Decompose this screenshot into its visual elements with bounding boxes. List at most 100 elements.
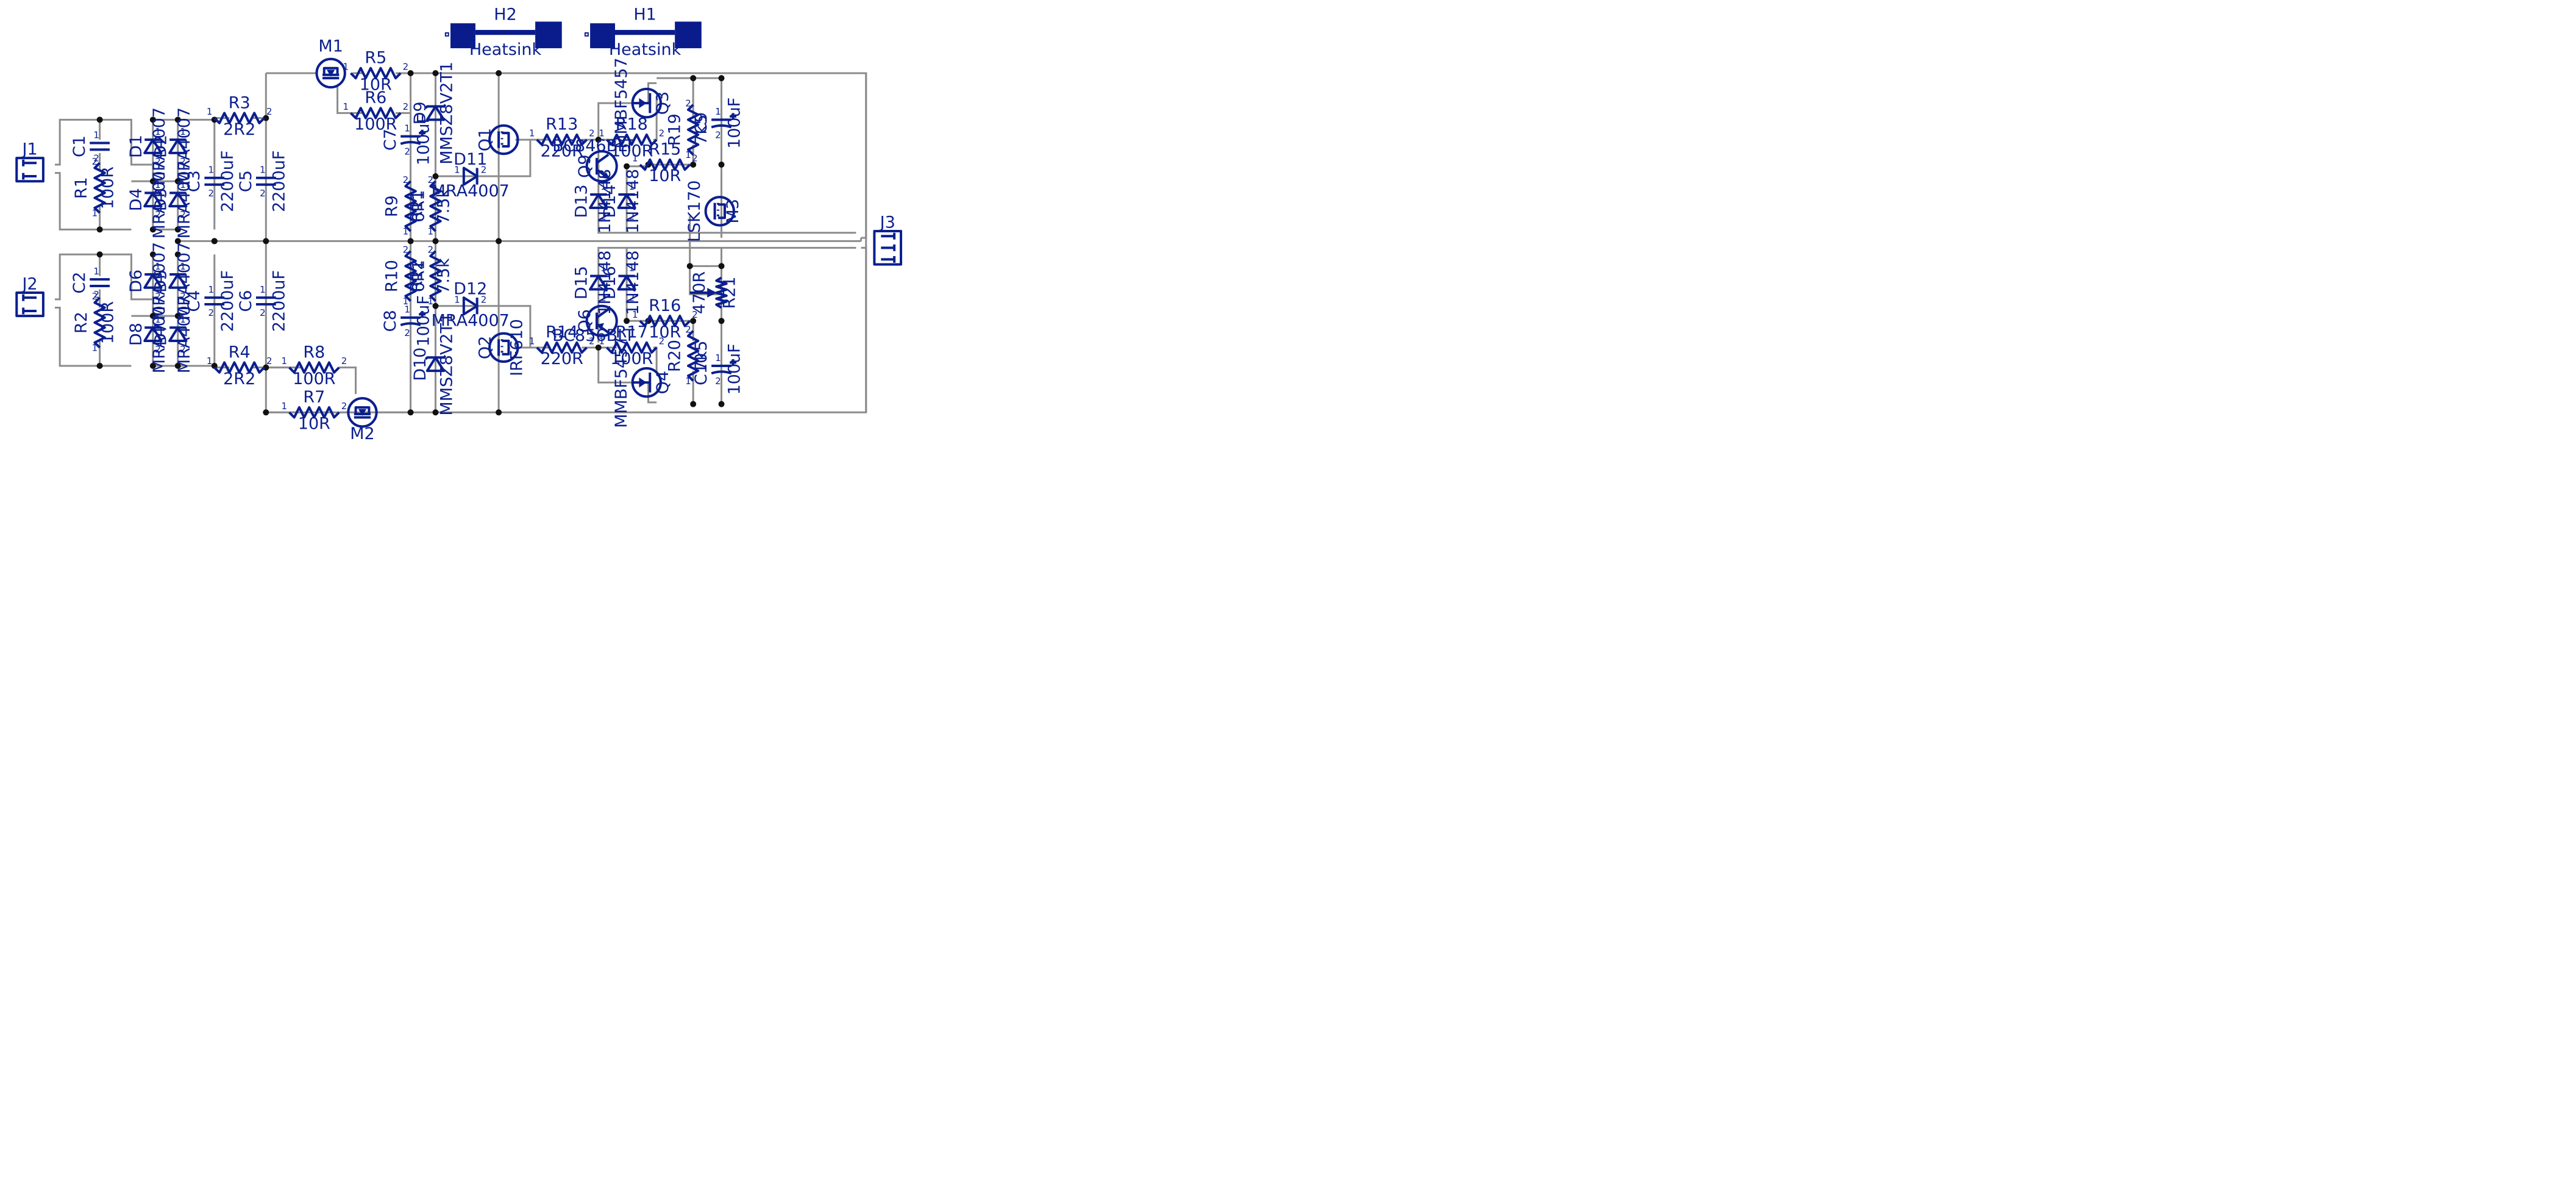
- value-label: MRA4007: [175, 160, 194, 238]
- heatsink-ref: H2: [494, 5, 516, 24]
- bjt-q9: [585, 150, 618, 183]
- value-label: 10R: [649, 323, 681, 342]
- value-label: MRA4007: [150, 295, 169, 373]
- pin-number: 1: [403, 296, 409, 307]
- pin-number: 2: [155, 344, 161, 355]
- ref-label: R17: [616, 323, 648, 342]
- wire: [861, 73, 867, 239]
- junction-dot: [496, 70, 502, 76]
- junction-dot: [432, 302, 439, 309]
- ref-label: R19: [665, 113, 684, 146]
- pin-number: 2: [692, 309, 698, 320]
- wire: [339, 366, 357, 395]
- junction-dot: [718, 161, 725, 168]
- junction-dot: [149, 251, 156, 258]
- ref-label: C2: [70, 272, 89, 294]
- value-label: 2200uF: [269, 151, 288, 212]
- junction-dot: [432, 70, 439, 76]
- ref-label: R14: [546, 323, 578, 342]
- pin-number: 1: [715, 106, 721, 117]
- ref-label: M3: [724, 199, 742, 223]
- pin-number: 1: [207, 106, 213, 117]
- pin-number: 1: [454, 294, 460, 305]
- junction-dot: [690, 75, 697, 82]
- value-label: 7.5k: [434, 258, 453, 294]
- value-label: MRA4007: [432, 182, 510, 201]
- wire: [54, 118, 153, 166]
- value-label: MMSZ8V2T1: [438, 62, 457, 165]
- value-label: 7k5: [692, 115, 711, 145]
- junction-dot: [407, 238, 414, 245]
- mosfet-q1: [488, 124, 519, 155]
- pin-number: 2: [403, 101, 409, 112]
- pin-number: 1: [404, 304, 410, 315]
- junction-dot: [718, 75, 725, 82]
- wire: [435, 305, 532, 349]
- ref-label: R16: [649, 296, 681, 315]
- value-label: 470R: [690, 271, 709, 314]
- pin-number: 1: [600, 181, 607, 192]
- pin-number: 1: [632, 309, 638, 320]
- pin-number: 1: [454, 165, 460, 176]
- ref-label: R4: [229, 343, 251, 362]
- pin-number: 1: [155, 179, 161, 190]
- junction-dot: [263, 409, 269, 416]
- junction-dot: [96, 251, 103, 258]
- value-label: 100R: [293, 370, 335, 388]
- pin-number: 1: [343, 62, 349, 73]
- pin-number: 2: [93, 289, 99, 300]
- pin-number: 2: [404, 327, 410, 338]
- pin-number: 1: [155, 126, 161, 137]
- ref-label: R1: [72, 177, 91, 199]
- junction-dot: [718, 263, 725, 270]
- value-label: MRA4007: [150, 160, 169, 238]
- ref-label: D12: [454, 280, 487, 299]
- value-label: 1N4148: [624, 169, 642, 234]
- pin-number: 2: [685, 98, 691, 109]
- value-label: 100uF: [725, 343, 744, 395]
- junction-dot: [496, 238, 502, 245]
- ref-label: D10: [411, 348, 430, 381]
- junction-dot: [211, 238, 218, 245]
- value-label: 100uF: [415, 114, 433, 165]
- junction-dot: [149, 313, 156, 320]
- junction-dot: [624, 318, 630, 324]
- ref-label: D14: [600, 184, 619, 218]
- ref-label: C1: [70, 135, 89, 157]
- pin-number: 2: [481, 165, 487, 176]
- pin-number: 1: [529, 128, 535, 139]
- junction-dot: [690, 318, 697, 324]
- ref-label: M2: [350, 424, 374, 443]
- ref-label: Q9: [575, 154, 594, 177]
- pin-number: 1: [260, 165, 266, 176]
- value-label: MMBF5457: [612, 337, 631, 428]
- ref-label: R2: [72, 312, 91, 334]
- value-label: MRA4007: [150, 107, 169, 185]
- ref-label: R11: [408, 190, 427, 223]
- ref-label: Q3: [653, 91, 672, 115]
- wire: [54, 306, 132, 367]
- junction-dot: [624, 163, 630, 170]
- mosfet-q2: [488, 332, 519, 363]
- ref-label: R12: [408, 260, 427, 292]
- junction-dot: [174, 362, 181, 369]
